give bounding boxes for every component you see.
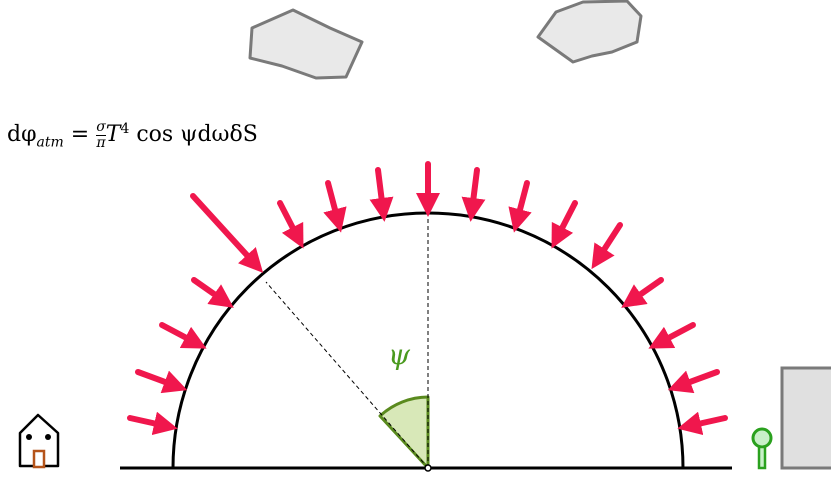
- formula-temperature: T: [105, 122, 121, 148]
- formula-lhs: dφ: [7, 122, 37, 148]
- arrow-icon: [621, 277, 664, 308]
- arrow-icon: [159, 322, 207, 349]
- formula-equals: =: [70, 122, 90, 148]
- arrow-icon: [648, 322, 696, 349]
- formula: dφatm = σ π T4 cos ψdωδS: [7, 120, 258, 150]
- slant-dashed-line: [265, 281, 429, 469]
- arrow-icon: [277, 200, 304, 249]
- arrow-icon: [323, 180, 347, 233]
- arrow-icon: [551, 200, 578, 249]
- arrow-icon: [508, 180, 532, 233]
- cloud-icon: [248, 8, 364, 80]
- tree-icon: [751, 427, 773, 470]
- arrow-icon: [667, 369, 720, 394]
- cloud-icon: [536, 0, 643, 64]
- arrow-icon: [369, 167, 394, 222]
- arrow-icon: [677, 411, 728, 436]
- observer-point: [424, 464, 432, 472]
- psi-angle-label: ψ: [388, 338, 411, 371]
- formula-fraction-denominator: π: [96, 134, 106, 151]
- arrow-icon: [190, 193, 264, 273]
- formula-fraction-numerator: σ: [96, 119, 106, 136]
- house-icon: [18, 413, 60, 469]
- formula-exponent: 4: [120, 120, 130, 137]
- formula-lhs-subscript: atm: [36, 134, 64, 151]
- formula-rest: cos ψdωδS: [136, 122, 258, 148]
- arrow-icon: [127, 411, 178, 436]
- arrow-icon: [461, 167, 486, 222]
- arrow-icon: [135, 369, 188, 394]
- arrow-icon: [591, 222, 623, 270]
- psi-angle-wedge: [378, 395, 430, 470]
- building-icon: [780, 366, 831, 470]
- radiation-arrows: [127, 161, 728, 436]
- arrow-icon: [191, 277, 234, 308]
- formula-fraction: σ π: [96, 120, 106, 150]
